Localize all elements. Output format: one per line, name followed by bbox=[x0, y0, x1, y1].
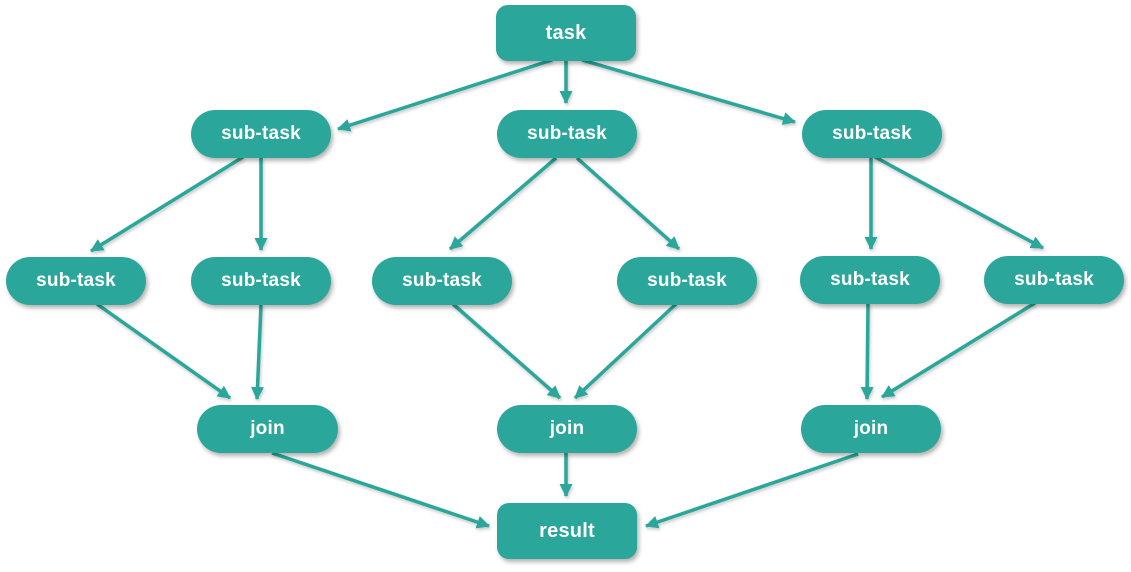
node-task: task bbox=[496, 5, 636, 61]
node-join-b: join bbox=[497, 405, 637, 453]
node-label-join-b: join bbox=[549, 418, 585, 439]
edge-subtask-a1-to-join-a bbox=[95, 302, 232, 400]
node-label-join-a: join bbox=[250, 418, 285, 439]
edge-task-to-subtask-c bbox=[581, 58, 796, 125]
node-subtask-c2: sub-task bbox=[984, 256, 1124, 304]
node-label-subtask-c2: sub-task bbox=[1014, 269, 1094, 290]
node-label-subtask-b1: sub-task bbox=[402, 270, 482, 291]
edge-subtask-b-to-subtask-b2 bbox=[575, 156, 681, 251]
node-label-result: result bbox=[539, 519, 595, 542]
edge-task-to-subtask-a bbox=[337, 58, 553, 132]
node-label-subtask-a1: sub-task bbox=[36, 270, 116, 291]
node-subtask-c: sub-task bbox=[802, 110, 942, 158]
node-label-subtask-c1: sub-task bbox=[830, 269, 910, 290]
node-subtask-b2: sub-task bbox=[617, 257, 757, 305]
node-result: result bbox=[497, 503, 637, 559]
node-label-subtask-a: sub-task bbox=[221, 123, 301, 144]
node-join-a: join bbox=[197, 405, 338, 453]
edge-subtask-a2-to-join-a bbox=[251, 304, 265, 400]
node-label-task: task bbox=[545, 21, 587, 44]
edge-join-c-to-result bbox=[645, 452, 859, 529]
edge-subtask-c1-to-join-c bbox=[860, 303, 874, 400]
node-subtask-a: sub-task bbox=[191, 110, 331, 158]
node-label-subtask-c: sub-task bbox=[832, 123, 912, 144]
edge-subtask-c-to-subtask-c2 bbox=[874, 155, 1044, 250]
node-label-join-c: join bbox=[853, 418, 889, 439]
edge-subtask-b2-to-join-b bbox=[573, 302, 678, 400]
edge-subtask-b-to-subtask-b1 bbox=[448, 156, 558, 251]
edge-join-a-to-result bbox=[271, 451, 490, 529]
node-label-subtask-a2: sub-task bbox=[221, 270, 301, 291]
node-join-c: join bbox=[801, 405, 941, 453]
node-subtask-c1: sub-task bbox=[800, 256, 940, 304]
node-subtask-b: sub-task bbox=[497, 110, 637, 158]
node-label-subtask-b2: sub-task bbox=[647, 270, 727, 291]
node-label-subtask-b: sub-task bbox=[527, 123, 607, 144]
edge-subtask-b1-to-join-b bbox=[451, 302, 562, 400]
edge-subtask-c2-to-join-c bbox=[881, 301, 1036, 399]
node-subtask-a1: sub-task bbox=[6, 257, 146, 305]
node-subtask-a2: sub-task bbox=[191, 257, 331, 305]
node-subtask-b1: sub-task bbox=[372, 257, 512, 305]
edge-subtask-a-to-subtask-a1 bbox=[90, 155, 244, 253]
